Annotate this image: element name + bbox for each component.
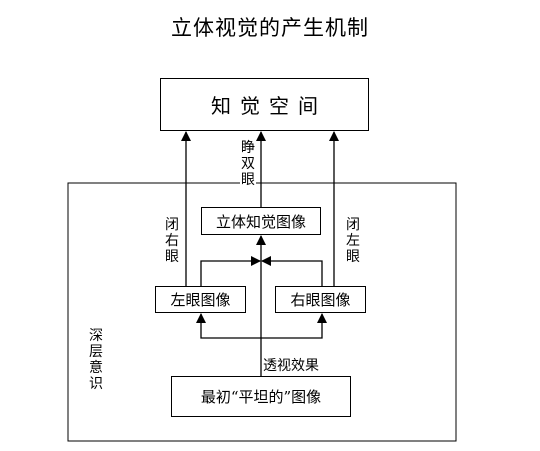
- perspective-effect-label: 透视效果: [262, 355, 320, 375]
- right-eye-image-box: 右眼图像: [275, 286, 366, 313]
- left-eye-image-box: 左眼图像: [155, 286, 246, 313]
- open-both-eyes-label: 睁 双 眼: [240, 140, 256, 188]
- deep-consciousness-label: 深 层 意 识: [89, 328, 103, 392]
- perception-space-box: 知觉空间: [160, 78, 369, 131]
- perspective-branch-left-arrow: [196, 313, 261, 339]
- stereo-image-box: 立体知觉图像: [201, 207, 321, 235]
- close-left-eye-label: 闭 左 眼: [346, 217, 360, 265]
- perspective-branch-right-arrow: [261, 313, 327, 339]
- diagram-title: 立体视觉的产生机制: [171, 16, 369, 40]
- flat-image-box: 最初“平坦的”图像: [171, 376, 351, 417]
- close-right-eye-label: 闭 右 眼: [165, 217, 179, 265]
- right-eye-merge-arrow: [261, 256, 323, 286]
- deep-consciousness-frame: [67, 182, 457, 442]
- left-eye-merge-arrow: [200, 256, 261, 286]
